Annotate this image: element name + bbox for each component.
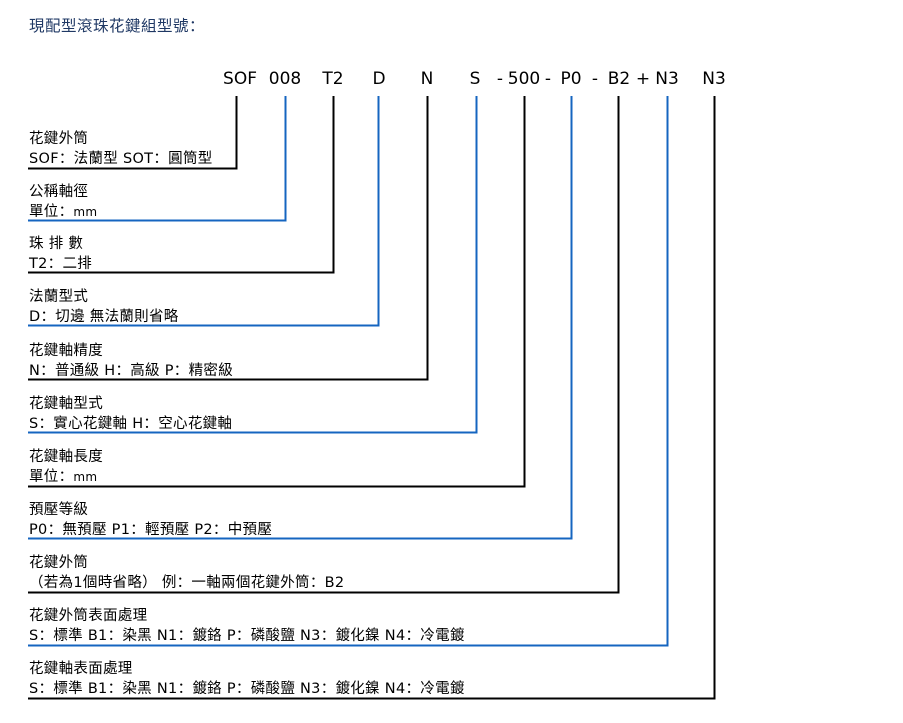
label-detail: 單位：mm — [29, 204, 98, 220]
leader-line — [28, 96, 716, 700]
label-detail: P0：無預壓 P1：輕預壓 P2：中預壓 — [29, 522, 273, 538]
label-detail: N：普通級 H：高級 P：精密級 — [29, 363, 234, 379]
model-code-separator: - — [544, 69, 552, 89]
label-detail: S：標準 B1：染黑 N1：鍍鉻 P：磷酸鹽 N3：鍍化鎳 N4：冷電鍍 — [29, 681, 465, 697]
leader-line — [28, 96, 669, 647]
label-block-spline-shaft-type: 花鍵軸型式 S：實心花鍵軸 H：空心花鍵軸 — [29, 395, 232, 434]
label-title: 法蘭型式 — [29, 289, 89, 305]
label-block-spline-nut-surface-treatment: 花鍵外筒表面處理 S：標準 B1：染黑 N1：鍍鉻 P：磷酸鹽 N3：鍍化鎳 N4… — [29, 607, 465, 646]
label-block-spline-nut-type: 花鍵外筒 SOF：法蘭型 SOT：圓筒型 — [29, 130, 213, 169]
label-detail: T2：二排 — [29, 256, 93, 272]
label-block-spline-shaft-length: 花鍵軸長度單位：mm — [29, 448, 103, 487]
label-title: 公稱軸徑 — [29, 184, 89, 200]
leader-line — [28, 96, 620, 594]
model-code-segment: T2 — [322, 69, 344, 89]
model-code-segment: N3 — [655, 69, 679, 89]
leader-line — [28, 96, 429, 381]
label-title: 花鍵外筒 — [29, 555, 89, 571]
label-title: 花鍵軸長度 — [29, 449, 103, 465]
label-detail: 單位：mm — [29, 469, 98, 485]
model-code-segment: SOF — [223, 69, 257, 89]
model-code-row: SOF 008 T2 D N S 500 P0 B2 N3 N3 - - - + — [0, 68, 903, 94]
model-code-segment: D — [372, 69, 386, 89]
leader-line — [28, 96, 287, 222]
label-detail: D：切邊 無法蘭則省略 — [29, 309, 179, 325]
model-code-separator: - — [496, 69, 504, 89]
leader-line — [28, 96, 380, 327]
leader-line — [28, 96, 335, 274]
label-block-nominal-shaft-diameter: 公稱軸徑單位：mm — [29, 183, 97, 222]
label-title: 花鍵外筒表面處理 — [29, 608, 148, 624]
leader-line — [28, 96, 478, 434]
model-code-separator: - — [591, 69, 599, 89]
page-title: 現配型滾珠花鍵組型號： — [29, 17, 206, 35]
label-block-spline-shaft-accuracy: 花鍵軸精度 N：普通級 H：高級 P：精密級 — [29, 342, 233, 381]
label-title: 花鍵軸表面處理 — [29, 661, 133, 677]
label-block-ball-row-count: 珠 排 數 T2：二排 — [29, 235, 92, 274]
model-code-segment: P0 — [560, 69, 582, 89]
model-code-segment: S — [469, 69, 481, 89]
model-code-segment: N — [420, 69, 434, 89]
label-detail: S：標準 B1：染黑 N1：鍍鉻 P：磷酸鹽 N3：鍍化鎳 N4：冷電鍍 — [29, 628, 465, 644]
label-detail: （若為1個時省略） 例：一軸兩個花鍵外筒：B2 — [29, 575, 345, 591]
model-code-separator: + — [635, 69, 651, 89]
label-block-spline-nut-quantity: 花鍵外筒 （若為1個時省略） 例：一軸兩個花鍵外筒：B2 — [29, 554, 344, 593]
label-title: 花鍵外筒 — [29, 131, 89, 147]
label-title: 花鍵軸型式 — [29, 396, 103, 412]
model-code-segment: B2 — [607, 69, 631, 89]
label-detail: SOF：法蘭型 SOT：圓筒型 — [29, 151, 213, 167]
label-block-spline-shaft-surface-treatment: 花鍵軸表面處理 S：標準 B1：染黑 N1：鍍鉻 P：磷酸鹽 N3：鍍化鎳 N4：… — [29, 660, 465, 699]
leader-line — [28, 96, 238, 170]
label-title: 珠 排 數 — [29, 236, 84, 252]
label-detail: S：實心花鍵軸 H：空心花鍵軸 — [29, 416, 233, 432]
label-title: 花鍵軸精度 — [29, 343, 103, 359]
model-code-segment: N3 — [702, 69, 726, 89]
model-code-segment: 500 — [507, 69, 541, 89]
model-code-segment: 008 — [268, 69, 302, 89]
label-block-flange-type: 法蘭型式 D：切邊 無法蘭則省略 — [29, 288, 179, 327]
label-block-preload-class: 預壓等級 P0：無預壓 P1：輕預壓 P2：中預壓 — [29, 501, 272, 540]
label-title: 預壓等級 — [29, 502, 89, 518]
leader-line — [28, 96, 526, 488]
leader-line — [28, 96, 573, 540]
